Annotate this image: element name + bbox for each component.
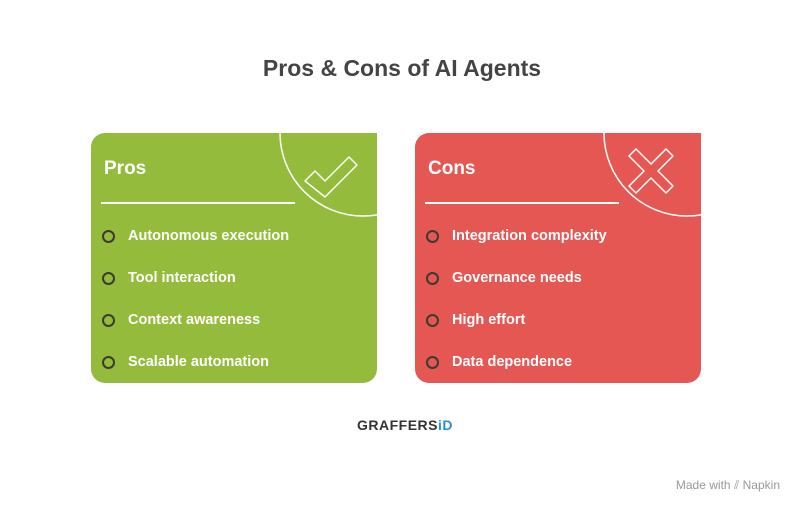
graffersid-logo: GRAFFERSiD xyxy=(357,417,453,433)
list-item: Data dependence xyxy=(426,341,607,383)
logo-accent: iD xyxy=(438,417,453,433)
cons-card: Cons Integration complexity Governance n… xyxy=(415,133,701,383)
item-label: High effort xyxy=(452,312,526,328)
logo-text: GRAFFERS xyxy=(357,417,438,433)
list-item: Integration complexity xyxy=(426,215,607,257)
pros-card: Pros Autonomous execution Tool interacti… xyxy=(91,133,377,383)
pros-heading: Pros xyxy=(104,158,147,179)
napkin-brand: Napkin xyxy=(742,478,780,492)
item-label: Data dependence xyxy=(452,354,573,370)
list-item: Governance needs xyxy=(426,257,607,299)
list-item: Tool interaction xyxy=(102,257,289,299)
cons-heading: Cons xyxy=(428,158,476,179)
napkin-icon: ⫽ xyxy=(733,478,740,492)
item-label: Integration complexity xyxy=(452,228,607,244)
made-with-napkin[interactable]: Made with ⫽ Napkin xyxy=(676,478,780,493)
item-label: Context awareness xyxy=(128,312,261,328)
bullet-icon xyxy=(102,229,115,243)
item-label: Autonomous execution xyxy=(128,228,290,244)
bullet-icon xyxy=(426,229,439,243)
bullet-icon xyxy=(102,313,115,327)
list-item: Scalable automation xyxy=(102,341,289,383)
list-item: Autonomous execution xyxy=(102,215,289,257)
bullet-icon xyxy=(426,355,439,369)
bullet-icon xyxy=(426,313,439,327)
list-item: Context awareness xyxy=(102,299,289,341)
made-with-text: Made with xyxy=(675,478,731,492)
item-label: Governance needs xyxy=(452,270,582,286)
list-item: High effort xyxy=(426,299,607,341)
x-icon xyxy=(603,133,701,217)
item-label: Tool interaction xyxy=(128,270,236,286)
bullet-icon xyxy=(426,271,439,285)
page-title: Pros & Cons of AI Agents xyxy=(262,55,542,81)
divider xyxy=(101,202,295,204)
bullet-icon xyxy=(102,355,115,369)
item-label: Scalable automation xyxy=(128,354,270,370)
check-icon xyxy=(279,133,377,217)
bullet-icon xyxy=(102,271,115,285)
divider xyxy=(425,202,619,204)
